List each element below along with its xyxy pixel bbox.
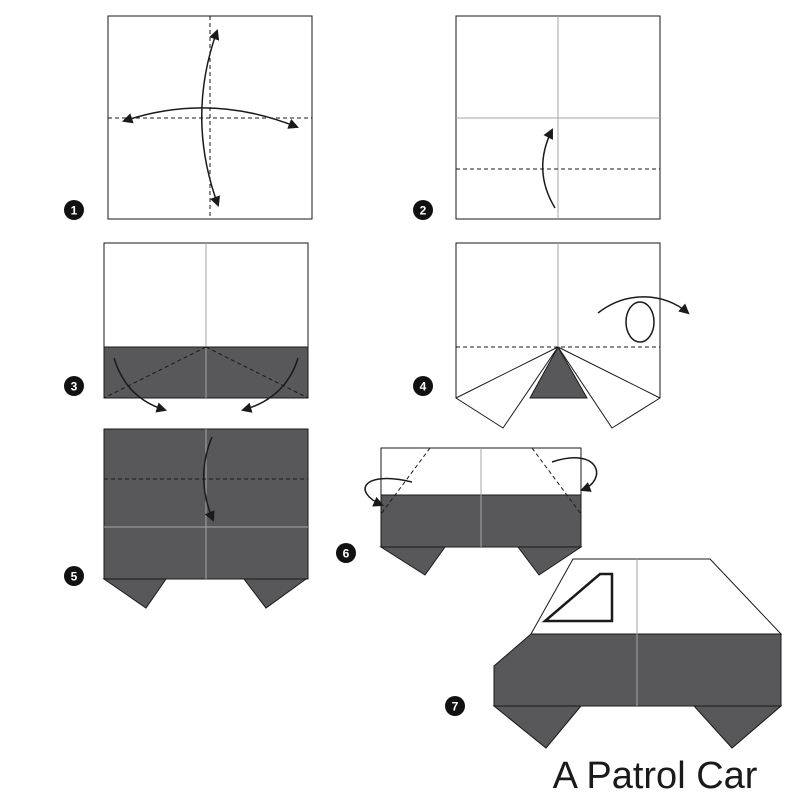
fold-arrow-left xyxy=(113,357,168,413)
step-number-badge: 2 xyxy=(413,200,433,220)
car-cabin xyxy=(530,558,783,635)
turn-over-loop xyxy=(625,301,655,343)
wheel-right xyxy=(517,546,583,576)
svg-text:5: 5 xyxy=(71,570,78,584)
step-number-badge: 6 xyxy=(336,543,356,563)
svg-text:1: 1 xyxy=(71,204,78,218)
svg-text:2: 2 xyxy=(420,204,427,218)
svg-text:3: 3 xyxy=(71,380,78,394)
step-7-diagram: 7 xyxy=(445,558,783,749)
svg-text:7: 7 xyxy=(452,700,459,714)
colored-triangle xyxy=(529,345,588,399)
fold-behind-arrow-right xyxy=(551,457,598,492)
step-number-badge: 5 xyxy=(64,566,84,586)
turn-over-arrow xyxy=(597,296,690,315)
step-4-diagram: 4 xyxy=(413,242,690,429)
valley-fold-line-right xyxy=(205,346,309,399)
step-5-diagram: 5 xyxy=(64,428,309,609)
step-3-diagram: 3 xyxy=(64,242,309,413)
step-number-badge: 7 xyxy=(445,696,465,716)
step-1-diagram: 1 xyxy=(64,15,313,220)
fold-down-arrow xyxy=(203,436,215,522)
wheel-left xyxy=(379,546,446,576)
valley-fold-line-left xyxy=(103,346,207,399)
step-number-badge: 4 xyxy=(413,376,433,396)
diagram-title: A Patrol Car xyxy=(553,755,758,797)
fold-up-arrow xyxy=(542,128,556,209)
svg-text:4: 4 xyxy=(420,380,427,394)
step-number-badge: 3 xyxy=(64,376,84,396)
fold-behind-arrow-left xyxy=(364,477,413,507)
step-6-diagram: 6 xyxy=(336,447,598,576)
car-window xyxy=(541,572,614,623)
fold-arrow-vertical xyxy=(201,29,221,207)
svg-text:6: 6 xyxy=(343,547,350,561)
wheel-left xyxy=(492,705,583,749)
step-2-diagram: 2 xyxy=(413,15,661,220)
wheel-left xyxy=(102,578,167,609)
step-number-badge: 1 xyxy=(64,200,84,220)
wheel-right xyxy=(692,705,783,749)
fold-arrow-right xyxy=(240,357,299,413)
wheel-right xyxy=(242,578,308,609)
